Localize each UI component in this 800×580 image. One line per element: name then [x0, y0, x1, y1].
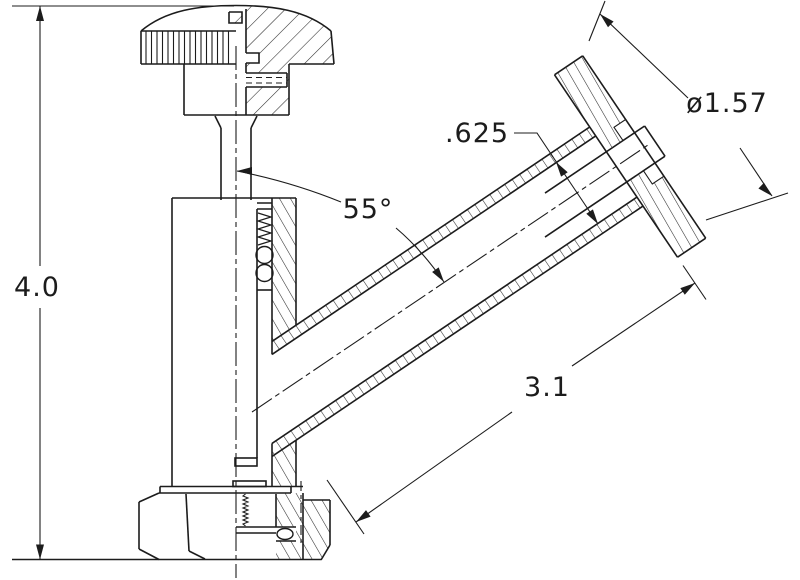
- dim-port-length: 3.1: [326, 265, 707, 535]
- dim-stem-angle: 55°: [236, 167, 445, 283]
- seal-balls: [255, 245, 274, 283]
- dim-overall-height: 4.0: [12, 5, 321, 561]
- dim-stem-angle-label: 55°: [343, 194, 394, 225]
- arrow-port-high: [680, 283, 695, 295]
- angled-port-tube: [271, 125, 666, 458]
- arrow-bore-down: [586, 209, 598, 224]
- dim-flange-dia-label: ø1.57: [686, 88, 768, 119]
- o-ring: [276, 527, 294, 541]
- hex-nut-assembly: [138, 457, 331, 561]
- arrow-bore-up: [556, 162, 568, 177]
- knurled-knob: [140, 4, 335, 116]
- arrow-port-low: [356, 510, 371, 522]
- packing-spring: [255, 212, 274, 246]
- arrow-down: [36, 544, 44, 560]
- dim-bore: .625: [445, 118, 599, 225]
- arrow-angle: [432, 267, 444, 282]
- dim-bore-label: .625: [445, 118, 509, 149]
- dim-overall-height-label: 4.0: [14, 272, 60, 303]
- valve-body: [171, 197, 297, 486]
- stem-foot: [232, 480, 267, 488]
- arrow-flange-up: [600, 14, 614, 28]
- port-flange: [553, 55, 707, 258]
- arrow-left: [237, 167, 252, 175]
- centerlines: [235, 46, 649, 578]
- valve-stem: [214, 115, 258, 200]
- knurl-lines: [145, 31, 230, 64]
- dim-flange-dia: ø1.57: [588, 0, 789, 221]
- dim-port-length-label: 3.1: [524, 372, 570, 403]
- threads: [241, 493, 250, 527]
- arrow-flange-down: [758, 182, 772, 196]
- stem-collar: [234, 457, 258, 467]
- set-screw: [246, 72, 288, 88]
- arrow-up: [36, 6, 44, 21]
